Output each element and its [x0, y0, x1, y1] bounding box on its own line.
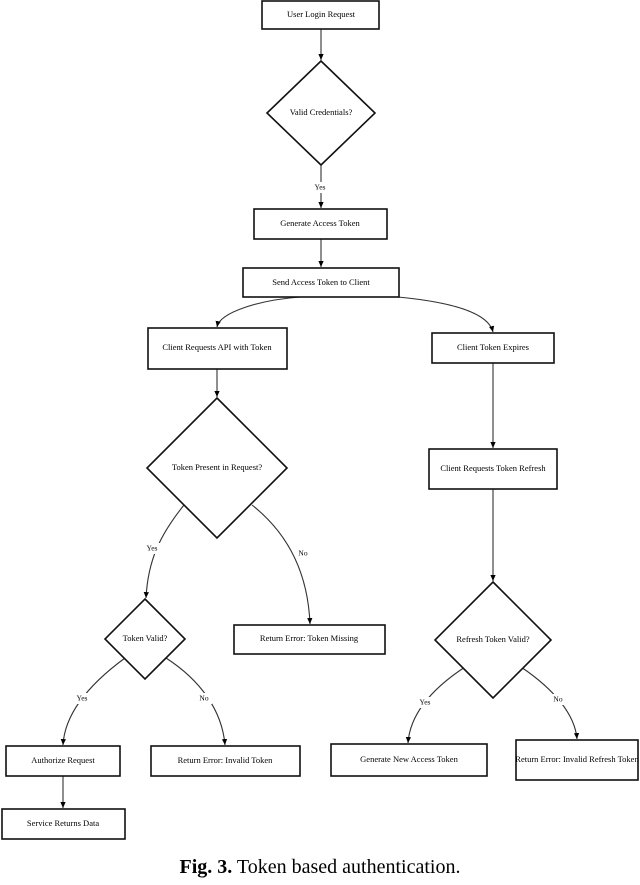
node-authorize-box [5, 745, 121, 777]
node-service-label: Service Returns Data [27, 818, 99, 828]
edge-refresh-no-label: No [553, 695, 562, 704]
node-error-refresh-box [515, 739, 639, 781]
node-refresh-valid-diamond [433, 580, 553, 700]
edge-valid-yes [60, 657, 126, 746]
node-valid-credentials-diamond [265, 59, 377, 167]
edge-refresh-yes-label: Yes [420, 698, 431, 707]
node-error-refresh-label: Return Error: Invalid Refresh Token [515, 754, 639, 764]
node-valid-credentials-label: Valid Credentials? [290, 107, 353, 117]
edge-valid-yes-label: Yes [77, 694, 88, 703]
node-token-present-label: Token Present in Request? [172, 462, 263, 472]
node-client-requests-box [147, 327, 288, 370]
node-refresh-request-box [428, 448, 558, 490]
node-generate-new-label: Generate New Access Token [360, 754, 458, 764]
node-login-box [261, 0, 380, 30]
node-generate-new-box [330, 743, 488, 777]
node-client-requests-label: Client Requests API with Token [162, 342, 272, 352]
node-generate-token-label: Generate Access Token [280, 218, 360, 228]
node-token-present-diamond [145, 396, 289, 540]
edge-present-no-label: No [298, 549, 307, 558]
node-send-token-box [242, 267, 400, 298]
node-refresh-valid-label: Refresh Token Valid? [456, 634, 529, 644]
nodes [1, 0, 639, 840]
node-error-missing-box [233, 624, 386, 655]
edge-send-to-token-expires [397, 296, 495, 333]
node-refresh-request-label: Client Requests Token Refresh [440, 463, 546, 473]
node-generate-token-box [253, 208, 388, 240]
node-send-token-label: Send Access Token to Client [272, 277, 370, 287]
node-authorize-label: Authorize Request [31, 755, 95, 765]
node-error-invalid-box [150, 745, 301, 777]
edge-valid-no-label: No [199, 694, 208, 703]
node-token-expires-box [431, 332, 555, 364]
node-service-box [1, 808, 126, 840]
edge-refresh-yes [405, 666, 466, 744]
figure-caption: Fig. 3. Token based authentication. [0, 856, 640, 879]
edge-credentials-yes-label: Yes [315, 183, 326, 192]
edge-valid-no [165, 657, 228, 746]
figure-caption-label: Fig. 3. [179, 856, 233, 878]
edge-present-yes-label: Yes [147, 544, 158, 553]
node-error-missing-label: Return Error: Token Missing [260, 633, 359, 643]
figure-caption-text: Token based authentication. [232, 856, 461, 878]
node-token-valid-diamond [103, 597, 187, 681]
edge-send-to-client-requests [215, 296, 301, 328]
flowchart: User Login Request Valid Credentials? Ge… [1, 0, 639, 840]
edge-refresh-no [520, 666, 580, 740]
edge-present-no [251, 504, 313, 625]
node-login-label: User Login Request [287, 9, 356, 19]
node-error-invalid-label: Return Error: Invalid Token [178, 755, 274, 765]
node-token-valid-label: Token Valid? [123, 633, 168, 643]
node-token-expires-label: Client Token Expires [457, 342, 529, 352]
